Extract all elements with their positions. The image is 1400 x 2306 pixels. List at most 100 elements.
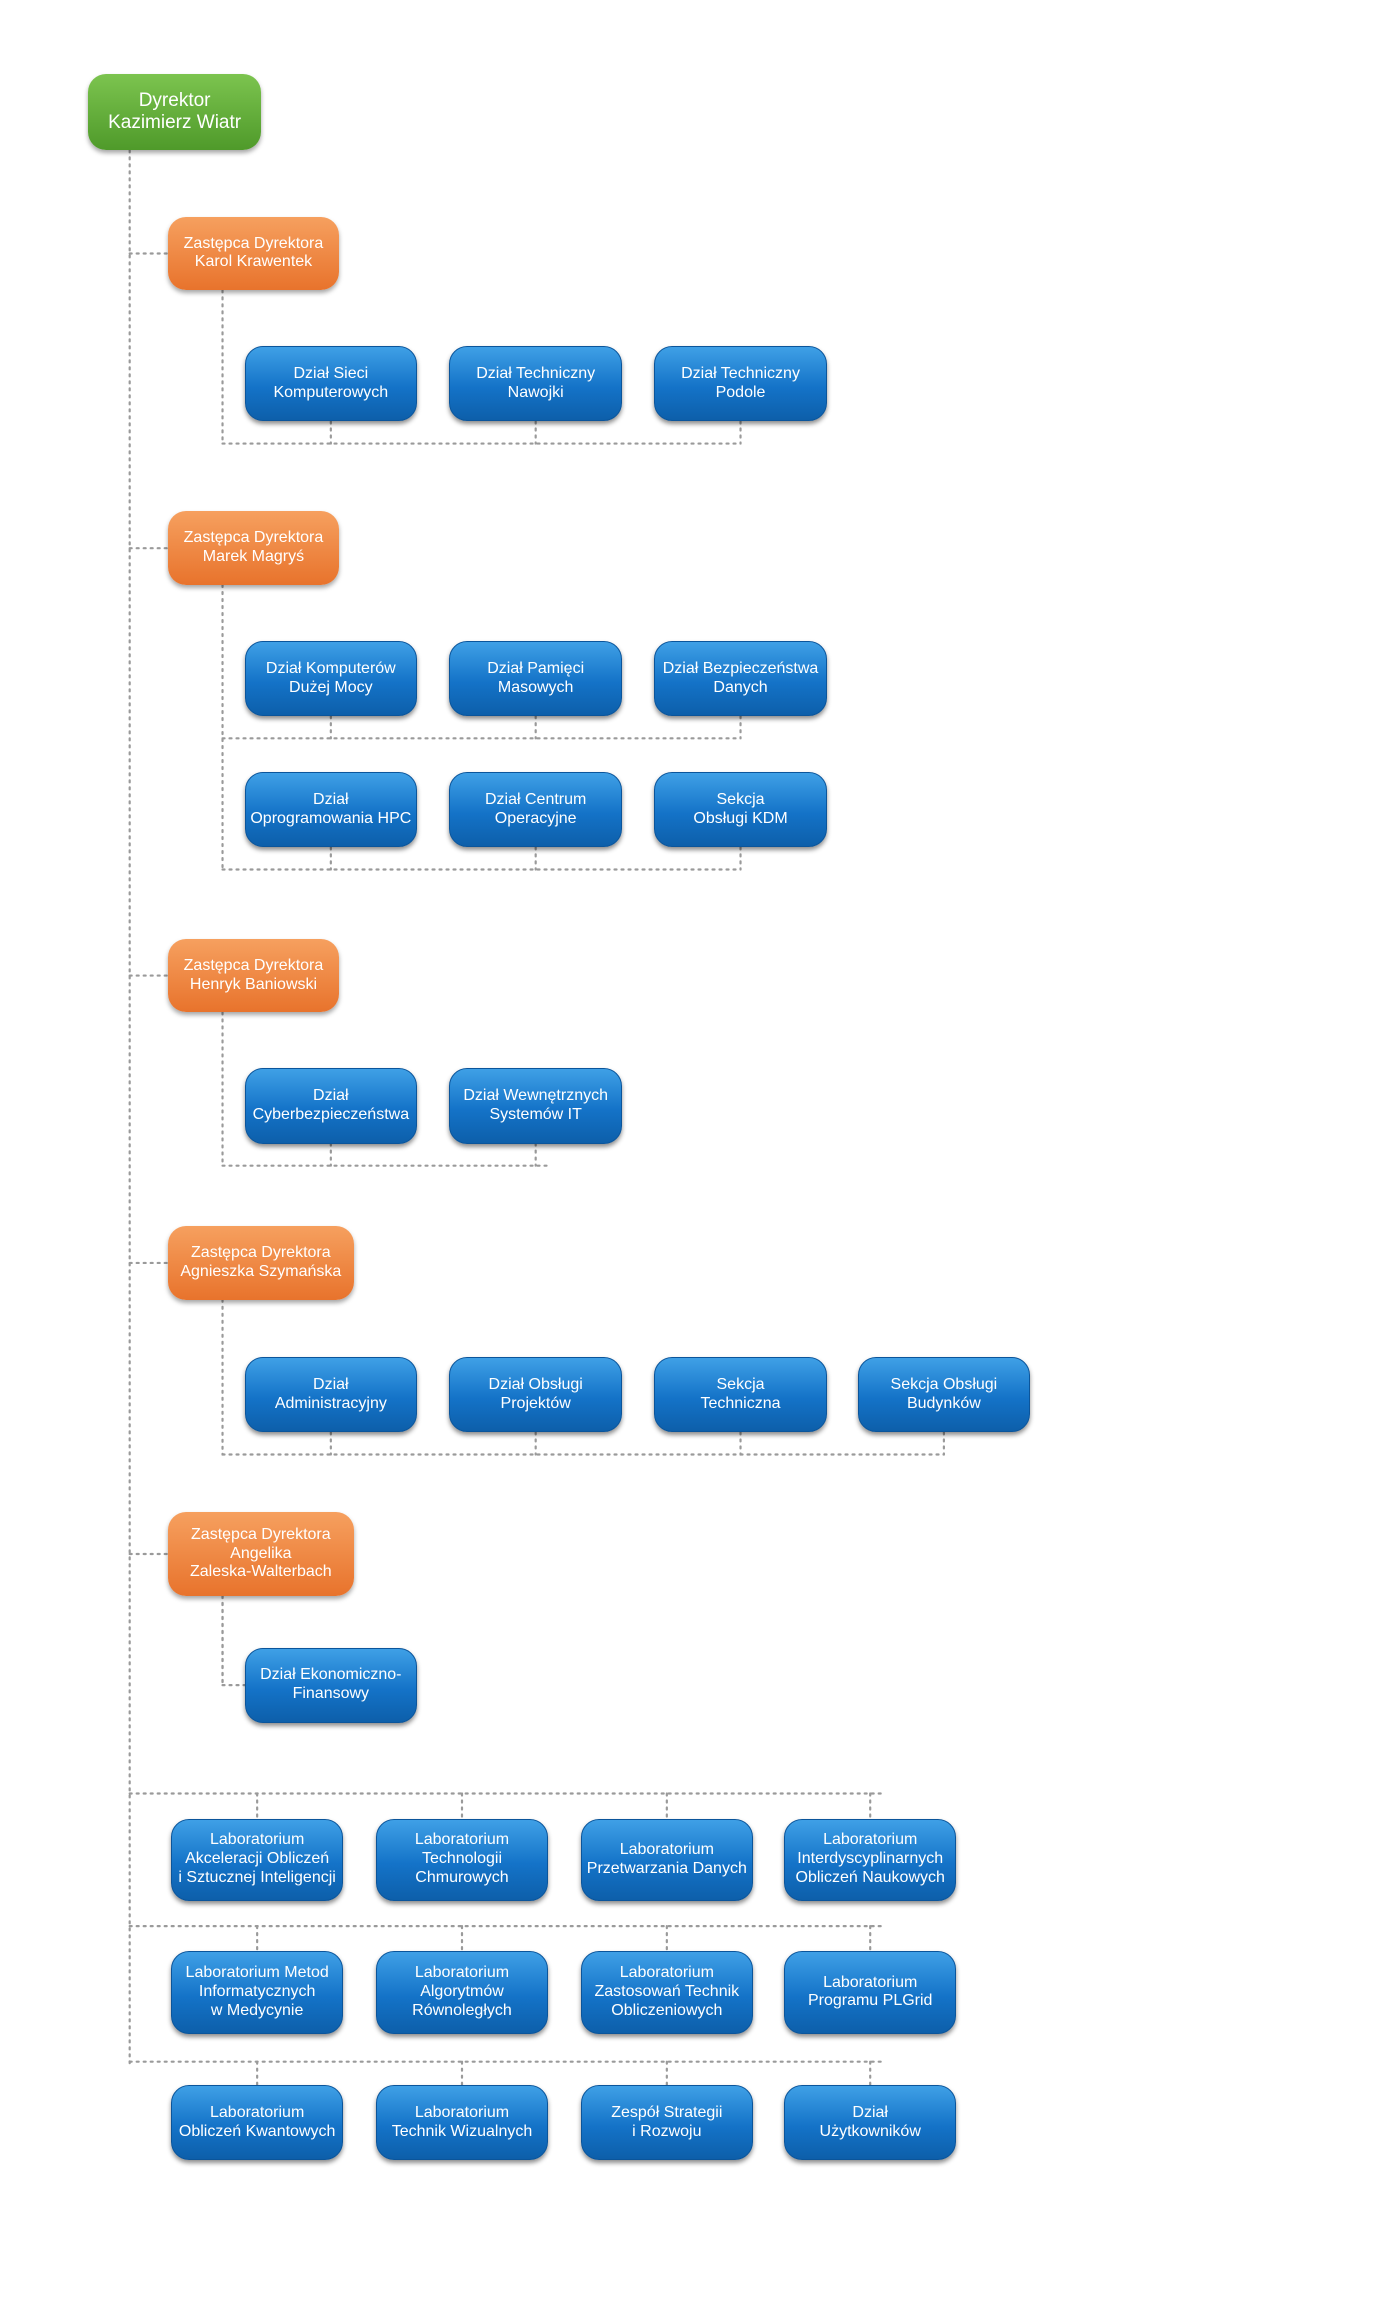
department-box-line: Obsługi KDM xyxy=(693,809,788,827)
lab-box-line: Programu PLGrid xyxy=(807,1992,933,2010)
lab-box-line: Technologii xyxy=(421,1850,503,1868)
lab-box-line: Dział xyxy=(852,2103,888,2121)
lab-box-line: Laboratorium xyxy=(619,1964,714,1982)
department-box-line: Dział Ekonomiczno- xyxy=(260,1666,402,1684)
department-box-line: Podole xyxy=(715,383,766,401)
deputy-box-5-line: Zastępca Dyrektora xyxy=(191,1525,331,1543)
director-box-line: Dyrektor xyxy=(138,89,211,111)
lab-box-line: i Rozwoju xyxy=(632,2122,702,2140)
lab-box-line: Przetwarzania Danych xyxy=(586,1859,747,1877)
lab-box-line: Algorytmów xyxy=(420,1982,504,2000)
lab-box-line: Laboratorium xyxy=(823,1973,918,1991)
deputy-box-2-line: Zastępca Dyrektora xyxy=(183,529,324,547)
director-box-line: Kazimierz Wiatr xyxy=(108,111,242,133)
lab-box-line: Laboratorium xyxy=(210,1831,305,1849)
department-box-line: Administracyjny xyxy=(274,1394,387,1412)
lab-box-line: Równoległych xyxy=(412,2001,512,2019)
lab-box-line: Laboratorium xyxy=(414,1831,510,1849)
lab-box-line: Obliczeniowych xyxy=(611,2001,723,2019)
department-box-line: Oprogramowania HPC xyxy=(250,809,412,827)
lab-box-line: Chmurowych xyxy=(415,1869,509,1887)
lab-box-line: Laboratorium Metod xyxy=(185,1964,329,1982)
lab-box-line: Interdyscyplinarnych xyxy=(797,1850,944,1868)
lab-box-line: Obliczeń Naukowych xyxy=(795,1869,945,1887)
lab-box-line: Użytkowników xyxy=(819,2122,921,2140)
department-box-line: Dział Obsługi xyxy=(488,1375,583,1393)
lab-box-line: Laboratorium xyxy=(210,2103,305,2121)
deputy-box-1-line: Zastępca Dyrektora xyxy=(183,234,324,252)
department-box[interactable]: Dział Ekonomiczno-Finansowy xyxy=(244,1647,418,1723)
department-box-line: Dział xyxy=(313,790,349,808)
lab-box-line: Zespół Strategii xyxy=(611,2103,723,2121)
department-box-line: Dział Sieci xyxy=(293,365,369,383)
lab-box-line: Laboratorium xyxy=(619,1840,714,1858)
department-box-line: Nawojki xyxy=(507,383,564,401)
lab-box-line: Laboratorium xyxy=(414,2103,510,2121)
lab-box-line: i Sztucznej Inteligencji xyxy=(178,1869,336,1887)
department-box-line: Systemów IT xyxy=(489,1105,582,1123)
department-box-line: Operacyjne xyxy=(494,809,577,827)
department-box-line: Sekcja xyxy=(716,790,765,808)
department-box-line: Dział xyxy=(313,1375,349,1393)
deputy-box-4-line: Zastępca Dyrektora xyxy=(191,1244,331,1262)
department-box-line: Dział Pamięci xyxy=(487,659,585,677)
deputy-box-1-line: Karol Krawentek xyxy=(194,253,313,271)
department-box-line: Komputerowych xyxy=(273,383,389,401)
department-box-line: Dział Techniczny xyxy=(681,365,800,383)
deputy-box-3-line: Henryk Baniowski xyxy=(189,975,318,993)
department-box-line: Dział Techniczny xyxy=(476,365,596,383)
lab-box-line: Laboratorium xyxy=(823,1831,918,1849)
department-box-line: Sekcja Obsługi xyxy=(890,1375,998,1393)
deputy-box-2-line: Marek Magryś xyxy=(202,548,305,566)
department-box-line: Projektów xyxy=(500,1394,571,1412)
department-box-line: Danych xyxy=(713,678,768,696)
lab-box-line: Informatycznych xyxy=(198,1982,316,2000)
department-box-line: Dużej Mocy xyxy=(289,678,373,696)
deputy-box-4-line: Agnieszka Szymańska xyxy=(180,1262,342,1280)
lab-box-line: Zastosowań Technik xyxy=(594,1982,740,2000)
department-box-line: Budynków xyxy=(906,1394,981,1412)
lab-box-line: Obliczeń Kwantowych xyxy=(178,2122,336,2140)
deputy-box-5-line: Angelika xyxy=(230,1544,292,1562)
department-box-line: Masowych xyxy=(497,678,574,696)
department-box-line: Dział Centrum xyxy=(484,790,587,808)
department-box-line: Dział Bezpieczeństwa xyxy=(662,659,819,677)
department-box-line: Dział Wewnętrznych xyxy=(463,1087,608,1105)
department-box-line: Techniczna xyxy=(700,1394,781,1412)
